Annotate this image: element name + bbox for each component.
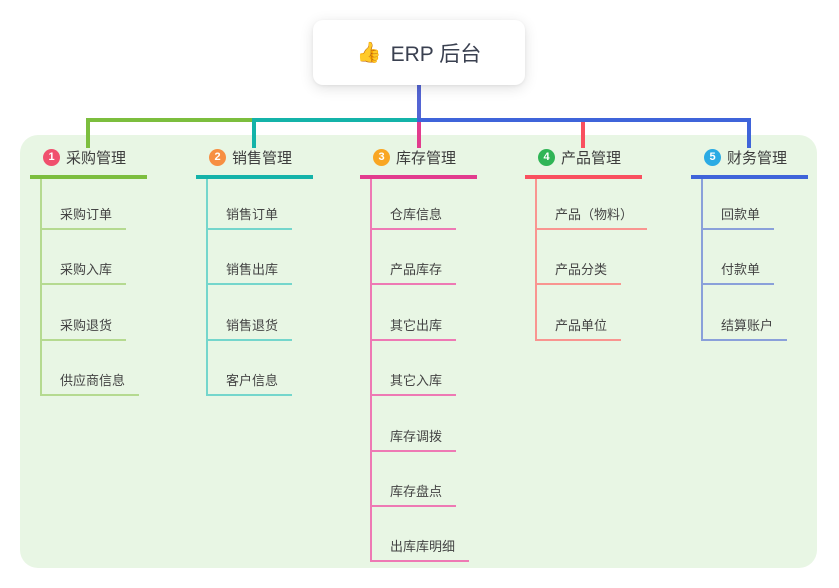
top-connector-mid bbox=[252, 118, 421, 122]
branch-label-text: 采购管理 bbox=[66, 150, 127, 167]
child-node-label: 库存盘点 bbox=[372, 481, 457, 507]
child-node-label: 其它出库 bbox=[372, 315, 457, 341]
root-node[interactable]: 👍 ERP 后台 bbox=[313, 20, 525, 85]
branch-4: 4 产品管理产品（物料） 产品分类产品单位 bbox=[525, 147, 648, 341]
branch-label-text: 产品管理 bbox=[561, 150, 622, 167]
branch-number-badge: 4 bbox=[538, 149, 555, 166]
branch-1: 1 采购管理采购订单采购入库采购退货供应商信息 bbox=[30, 147, 147, 397]
branch-children: 采购订单采购入库采购退货供应商信息 bbox=[40, 179, 140, 397]
child-node-label: 销售退货 bbox=[208, 315, 293, 341]
child-node-label: 采购订单 bbox=[42, 204, 127, 230]
branch-children: 产品（物料） 产品分类产品单位 bbox=[535, 179, 648, 341]
branch-label-text: 财务管理 bbox=[727, 150, 788, 167]
child-node[interactable]: 回款单 bbox=[703, 179, 787, 230]
child-node[interactable]: 其它出库 bbox=[372, 285, 469, 341]
child-node[interactable]: 产品单位 bbox=[537, 285, 647, 341]
child-node-label: 采购退货 bbox=[42, 315, 127, 341]
branch-number-badge: 3 bbox=[373, 149, 390, 166]
child-node-label: 产品分类 bbox=[537, 259, 622, 286]
branch-3: 3 库存管理仓库信息产品库存其它出库其它入库库存调拨库存盘点出库库明细 bbox=[360, 147, 477, 563]
child-node-label: 回款单 bbox=[703, 204, 775, 230]
root-label: ERP 后台 bbox=[390, 42, 482, 66]
branch-children: 销售订单销售出库销售退货客户信息 bbox=[206, 179, 293, 397]
branch-children: 仓库信息产品库存其它出库其它入库库存调拨库存盘点出库库明细 bbox=[370, 179, 470, 563]
branch-children: 回款单付款单结算账户 bbox=[701, 179, 788, 341]
child-node[interactable]: 产品库存 bbox=[372, 230, 469, 286]
child-node[interactable]: 其它入库 bbox=[372, 341, 469, 397]
child-node[interactable]: 仓库信息 bbox=[372, 179, 469, 230]
child-node[interactable]: 库存盘点 bbox=[372, 452, 469, 507]
child-node-label: 产品单位 bbox=[537, 315, 622, 341]
child-node[interactable]: 销售订单 bbox=[208, 179, 293, 230]
child-node-label: 采购入库 bbox=[42, 259, 127, 286]
child-node-label: 销售订单 bbox=[208, 204, 293, 230]
child-node-label: 付款单 bbox=[703, 259, 775, 286]
child-node-label: 客户信息 bbox=[208, 370, 293, 397]
branch-label[interactable]: 3 库存管理 bbox=[360, 147, 477, 179]
top-connector-left bbox=[86, 118, 256, 122]
branch-drop-line bbox=[252, 118, 256, 148]
child-node-label: 产品（物料） bbox=[537, 204, 648, 230]
root-trunk-line bbox=[417, 84, 421, 122]
child-node[interactable]: 销售出库 bbox=[208, 230, 293, 286]
child-node[interactable]: 销售退货 bbox=[208, 285, 293, 341]
child-node-label: 出库库明细 bbox=[372, 536, 470, 563]
branch-label[interactable]: 1 采购管理 bbox=[30, 147, 147, 179]
branch-label[interactable]: 2 销售管理 bbox=[196, 147, 313, 179]
child-node[interactable]: 供应商信息 bbox=[42, 341, 140, 397]
child-node[interactable]: 付款单 bbox=[703, 230, 787, 286]
branch-label[interactable]: 4 产品管理 bbox=[525, 147, 642, 179]
child-node[interactable]: 出库库明细 bbox=[372, 507, 470, 563]
branch-drop-line bbox=[581, 122, 585, 148]
child-node[interactable]: 产品分类 bbox=[537, 230, 647, 286]
child-node[interactable]: 客户信息 bbox=[208, 341, 293, 397]
child-node[interactable]: 产品（物料） bbox=[537, 179, 648, 230]
branches-panel bbox=[20, 135, 817, 568]
child-node-label: 仓库信息 bbox=[372, 204, 457, 230]
child-node-label: 产品库存 bbox=[372, 259, 457, 286]
child-node-label: 结算账户 bbox=[703, 315, 788, 341]
child-node[interactable]: 库存调拨 bbox=[372, 396, 469, 452]
top-connector-right bbox=[417, 118, 751, 122]
child-node-label: 供应商信息 bbox=[42, 370, 140, 397]
branch-number-badge: 5 bbox=[704, 149, 721, 166]
branch-number-badge: 2 bbox=[209, 149, 226, 166]
branch-drop-line bbox=[417, 122, 421, 148]
branch-5: 5 财务管理回款单付款单结算账户 bbox=[691, 147, 808, 341]
child-node[interactable]: 采购订单 bbox=[42, 179, 139, 230]
thumbs-up-icon: 👍 bbox=[356, 42, 382, 64]
branch-label-text: 销售管理 bbox=[232, 150, 293, 167]
child-node[interactable]: 采购入库 bbox=[42, 230, 139, 286]
child-node-label: 销售出库 bbox=[208, 259, 293, 286]
branch-drop-line bbox=[86, 118, 90, 148]
child-node-label: 库存调拨 bbox=[372, 426, 457, 452]
branch-label-text: 库存管理 bbox=[396, 150, 457, 167]
branch-number-badge: 1 bbox=[43, 149, 60, 166]
branch-label[interactable]: 5 财务管理 bbox=[691, 147, 808, 179]
child-node[interactable]: 结算账户 bbox=[703, 285, 788, 341]
child-node[interactable]: 采购退货 bbox=[42, 285, 139, 341]
branch-drop-line bbox=[747, 118, 751, 148]
child-node-label: 其它入库 bbox=[372, 370, 457, 397]
branch-2: 2 销售管理销售订单销售出库销售退货客户信息 bbox=[196, 147, 313, 397]
